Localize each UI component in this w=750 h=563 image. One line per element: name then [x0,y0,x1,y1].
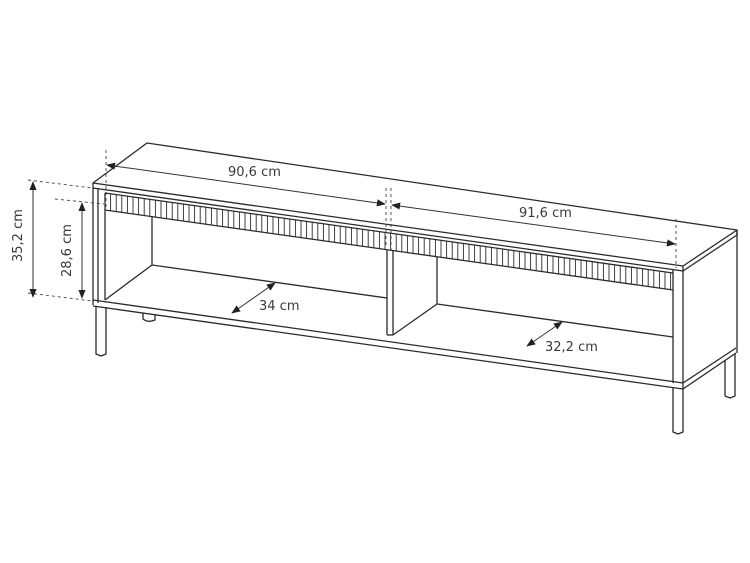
dimension-left-depth: 34 cm [231,282,300,314]
top-panel [92,142,738,272]
right-side-panel [672,230,738,389]
label-right-depth: 32,2 cm [545,340,598,355]
leg-front-left [95,306,107,357]
bottom-shelf [92,299,737,390]
middle-divider [386,250,438,336]
dimension-right-width: 91,6 cm [391,202,677,268]
dimension-right-depth: 32,2 cm [526,321,598,355]
right-compartment [436,303,674,338]
dimension-total-height: 35,2 cm [11,179,93,302]
dimension-left-width: 90,6 cm [105,150,392,250]
dimension-inner-height: 28,6 cm [54,198,105,299]
leg-back-right [724,354,736,399]
label-left-width: 90,6 cm [228,165,281,180]
left-side-panel [92,183,106,305]
label-right-width: 91,6 cm [519,206,572,221]
label-left-depth: 34 cm [259,299,300,314]
left-compartment [104,216,388,301]
label-inner-height: 28,6 cm [60,224,75,277]
leg-back-left-hint [142,313,156,322]
label-total-height: 35,2 cm [11,209,26,262]
leg-front-right [672,388,684,435]
